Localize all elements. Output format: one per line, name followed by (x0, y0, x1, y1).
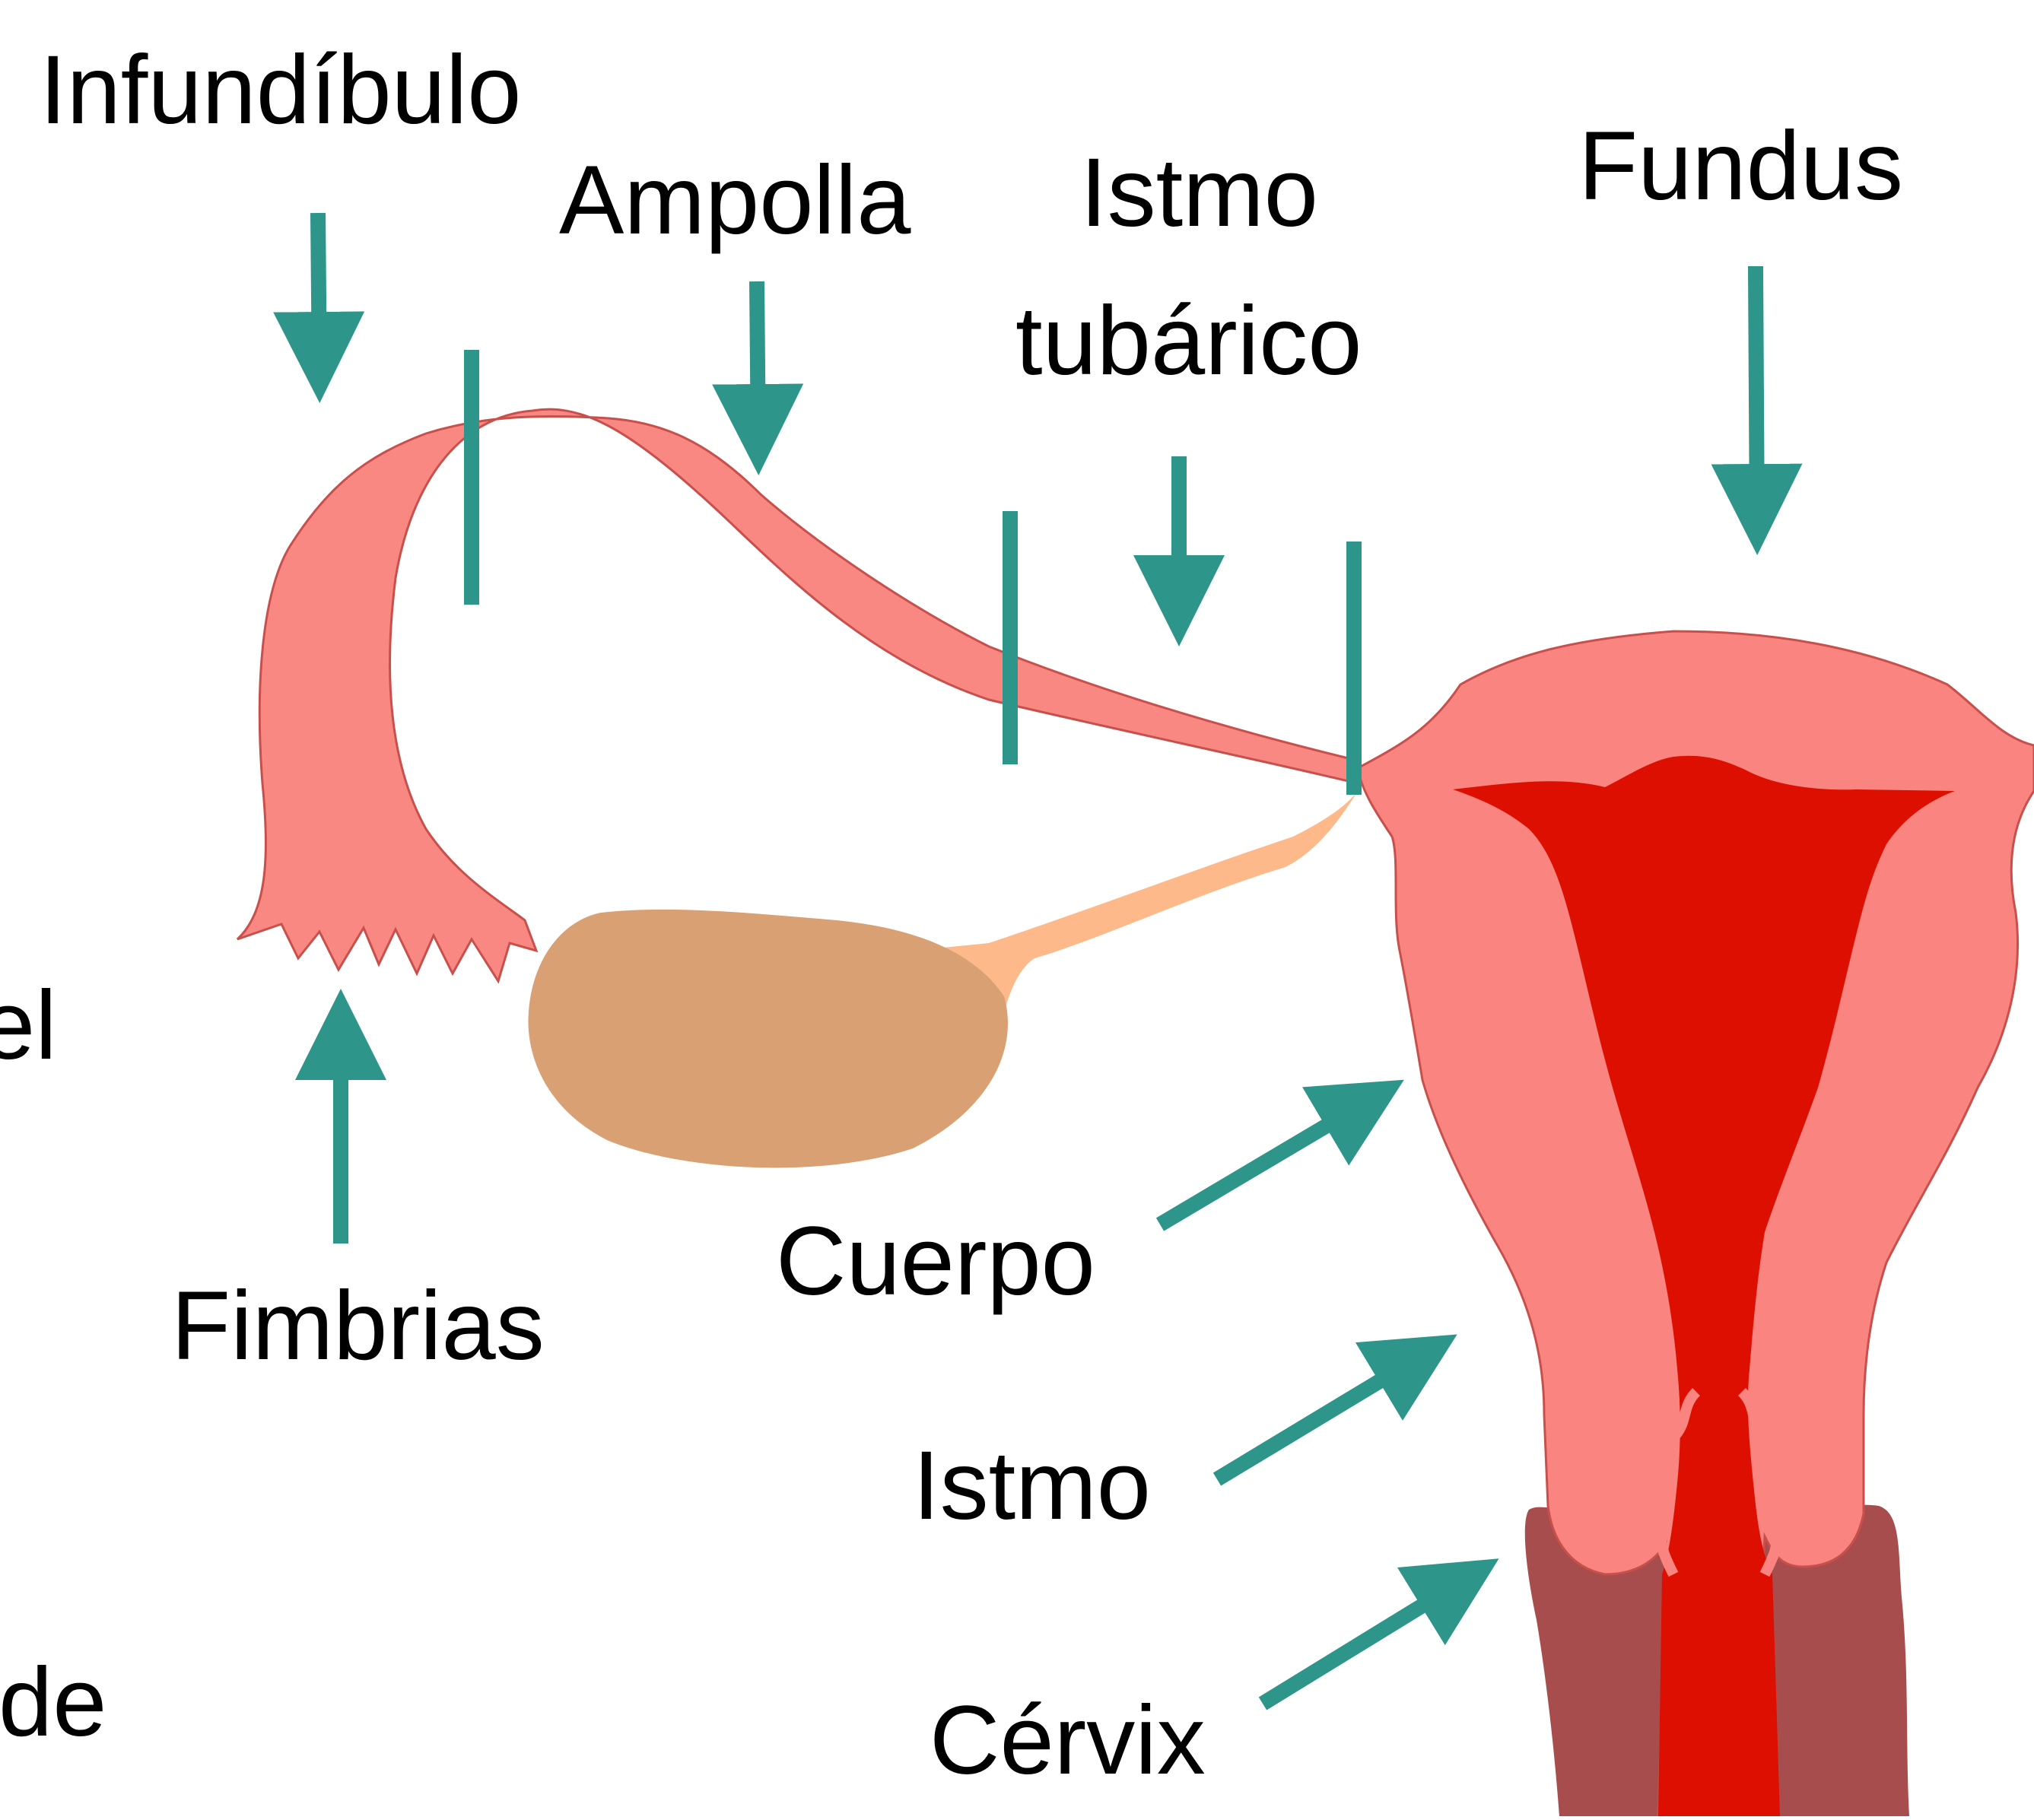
label-fundus: Fundus (1578, 118, 1903, 215)
label-istmo-tubarico-line2: tubárico (1015, 293, 1362, 390)
label-infundibulo: Infundíbulo (40, 42, 521, 139)
arrow-cervix (1263, 1571, 1479, 1704)
label-istmo: Istmo (913, 1437, 1151, 1535)
label-cervix: Cérvix (930, 1692, 1206, 1790)
label-cut-el: el (0, 977, 57, 1075)
label-istmo-tubarico-line1: Istmo (1080, 145, 1318, 242)
label-fimbrias: Fimbrias (171, 1278, 545, 1375)
label-cut-de: de (0, 1654, 106, 1752)
arrow-istmo (1217, 1346, 1438, 1479)
arrow-ampolla (757, 281, 758, 453)
label-ampolla: Ampolla (559, 152, 911, 249)
label-cuerpo: Cuerpo (776, 1213, 1095, 1310)
arrow-cuerpo (1160, 1091, 1384, 1224)
arrow-infundibulo (318, 213, 319, 380)
ovary (528, 910, 1008, 1168)
arrow-fundus (1756, 266, 1757, 532)
